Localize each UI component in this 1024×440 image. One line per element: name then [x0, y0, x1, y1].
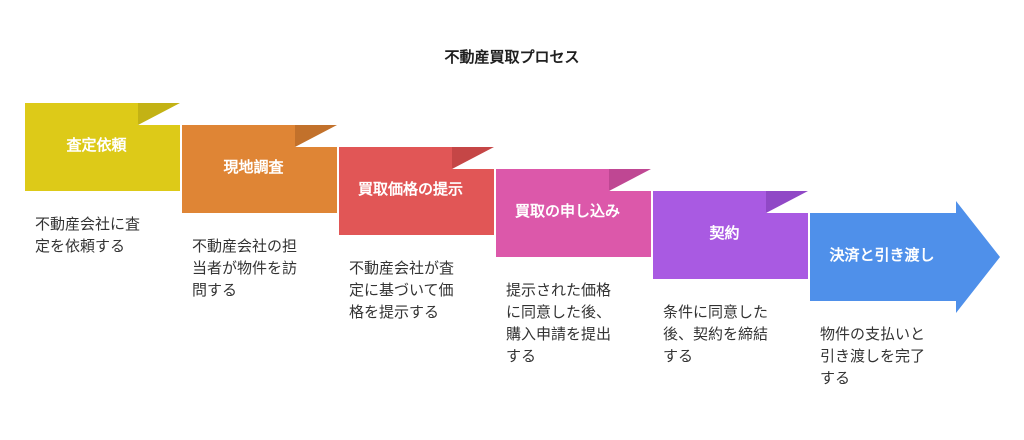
- step-6-arrow: [810, 201, 1000, 313]
- step-2-block-ext: [294, 147, 337, 213]
- diagram-title: 不動産買取プロセス: [444, 48, 579, 66]
- step-4-fold: [609, 169, 651, 191]
- step-4-block-ext: [608, 191, 651, 257]
- steps-layer: 査定依頼不動産会社に査定を依頼する現地調査不動産会社の担当者が物件を訪問する買取…: [25, 103, 1000, 387]
- step-3-fold: [452, 147, 494, 169]
- step-4-description-line: 購入申請を提出: [506, 325, 611, 343]
- step-4-description-line: に同意した後、: [506, 303, 611, 321]
- step-5-fold: [766, 191, 808, 213]
- step-2-description-line: 不動産会社の担: [192, 237, 297, 255]
- step-6-label: 決済と引き渡し: [829, 246, 934, 264]
- step-1-label: 査定依頼: [66, 136, 127, 154]
- step-3-description-line: 格を提示する: [349, 303, 439, 321]
- step-1-block-ext: [137, 125, 180, 191]
- step-6-description-line: する: [820, 369, 850, 387]
- step-3-block-ext: [451, 169, 494, 235]
- step-3-description-line: 定に基づいて価: [349, 281, 454, 299]
- step-3-label: 買取価格の提示: [358, 180, 463, 198]
- step-3-description-line: 不動産会社が査: [349, 259, 454, 277]
- step-2-block: [182, 125, 295, 213]
- step-5-description-line: する: [663, 347, 693, 365]
- step-5-block: [653, 191, 766, 279]
- step-4-label: 買取の申し込み: [515, 202, 620, 220]
- step-1-block: [25, 103, 138, 191]
- step-4-description-line: する: [506, 347, 536, 365]
- step-1-description-line: 不動産会社に査: [35, 215, 140, 233]
- step-5-block-ext: [765, 213, 808, 279]
- step-4-block: [496, 169, 609, 257]
- step-5-description-line: 条件に同意した: [663, 303, 768, 321]
- step-1-description-line: 定を依頼する: [35, 237, 125, 255]
- step-2-description-line: 問する: [192, 281, 237, 299]
- step-5-label: 契約: [708, 224, 739, 242]
- step-6-description-line: 物件の支払いと: [820, 325, 925, 343]
- step-6-description-line: 引き渡しを完了: [820, 347, 925, 365]
- step-3-block: [339, 147, 452, 235]
- step-4-description-line: 提示された価格: [506, 281, 611, 299]
- step-5-description-line: 後、契約を締結: [663, 325, 768, 343]
- step-2-label: 現地調査: [223, 158, 284, 176]
- step-2-description-line: 当者が物件を訪: [192, 259, 297, 277]
- step-1-fold: [138, 103, 180, 125]
- step-2-fold: [295, 125, 337, 147]
